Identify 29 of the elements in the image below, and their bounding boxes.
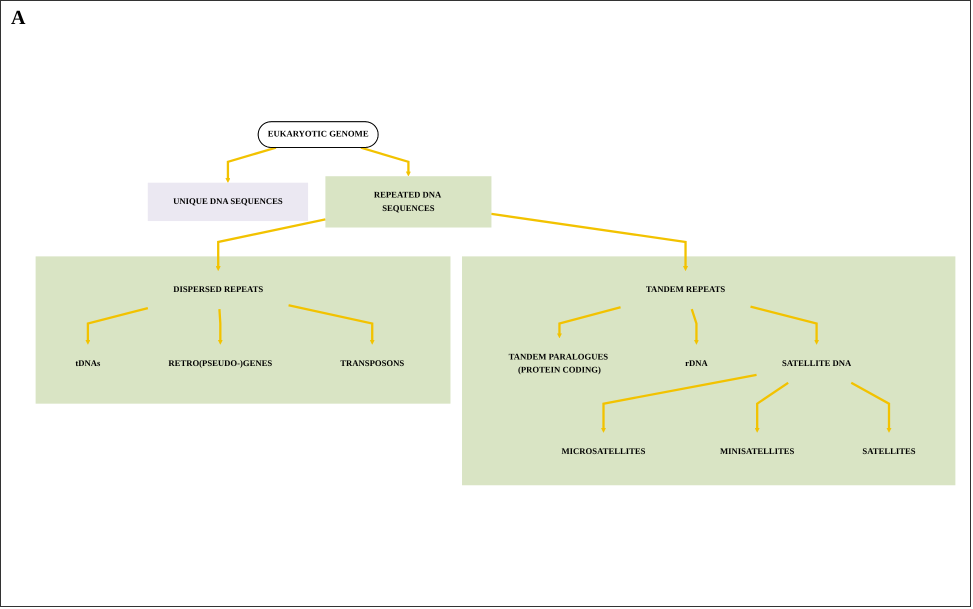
arrow (360, 146, 411, 176)
arrow (750, 305, 820, 345)
node-text: MICROSATELLITES (562, 446, 646, 456)
node-text: TANDEM REPEATS (646, 285, 726, 294)
cluster (462, 256, 956, 486)
node-text: rDNA (685, 358, 708, 368)
arrow (754, 382, 789, 433)
arrow (218, 309, 223, 345)
node-text: TANDEM PARALOGUES (PROTEIN CODING) (508, 352, 608, 375)
arrow (491, 212, 688, 271)
arrow (556, 306, 621, 338)
node-text: TRANSPOSONS (340, 358, 404, 368)
arrow (600, 374, 757, 433)
arrow (690, 308, 699, 345)
node-text: DISPERSED REPEATS (173, 285, 264, 294)
panel-letter: A (11, 7, 26, 29)
arrow (85, 306, 148, 345)
arrow (850, 382, 892, 433)
arrow (288, 304, 375, 345)
node-text: RETRO(PSEUDO-)GENES (168, 358, 272, 368)
node-text: MINISATELLITES (720, 446, 794, 456)
node-text: SATELLITES (862, 446, 916, 456)
node-text: tDNAs (75, 358, 100, 368)
arrow (225, 146, 276, 183)
cluster (36, 256, 450, 404)
node-text: SATELLITE DNA (782, 358, 852, 368)
node-box: UNIQUE DNA SEQUENCES (148, 182, 308, 222)
node-box: REPEATED DNA SEQUENCES (325, 176, 492, 228)
arrow (216, 218, 326, 271)
